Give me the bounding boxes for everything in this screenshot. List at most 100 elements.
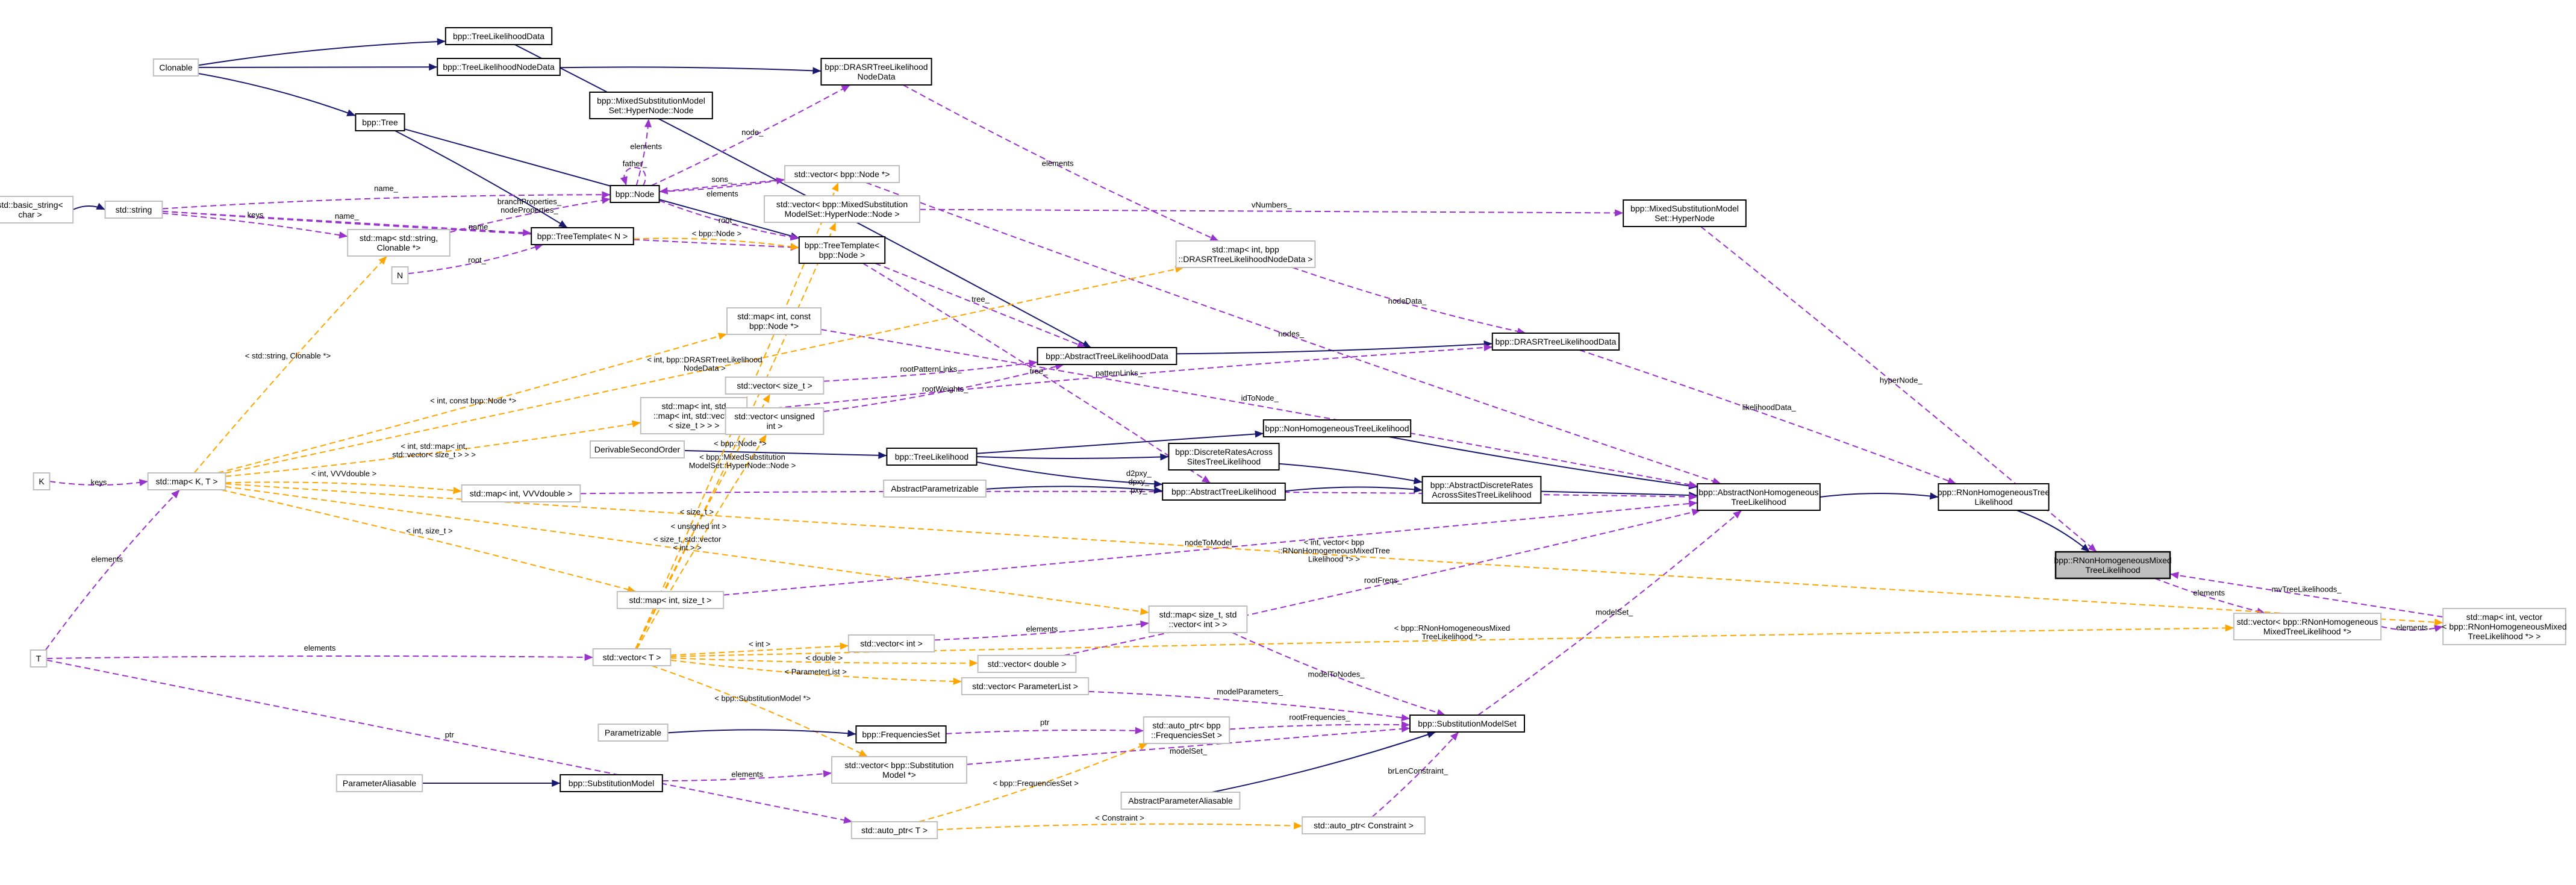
class-node-nhtl[interactable]: bpp::NonHomogeneousTreeLikelihood xyxy=(1262,419,1412,437)
class-node-label-line: std::map< int, const xyxy=(737,311,811,321)
edge-label: elements xyxy=(1042,158,1074,167)
edge-label-line: pxy_ xyxy=(1131,486,1147,495)
edge-label: elements xyxy=(304,643,336,652)
class-node-label-line: int > xyxy=(767,421,783,431)
class-node-box xyxy=(725,377,825,395)
arrowhead-icon xyxy=(1028,359,1038,367)
class-node-label: std::map< std::string,Clonable *> xyxy=(360,233,438,252)
edge-label: d2pxy_dpxy_pxy_ xyxy=(1126,469,1152,495)
class-node-box xyxy=(2442,608,2566,645)
class-node-label-line: bpp::FrequenciesSet xyxy=(862,730,940,739)
class-node-box xyxy=(831,756,967,784)
edge-label: < int, VVVdouble > xyxy=(311,469,376,478)
class-node-box xyxy=(355,113,405,131)
arrowhead-icon xyxy=(1153,486,1163,494)
arrowhead-icon xyxy=(1615,209,1624,217)
arrowhead-icon xyxy=(823,770,832,778)
class-node-box xyxy=(147,472,226,490)
class-node-label-line: AbstractParametrizable xyxy=(891,484,979,493)
class-node-node[interactable]: bpp::Node xyxy=(610,185,660,203)
edge-label: brLenConstraint_ xyxy=(1388,766,1448,775)
class-node-tld[interactable]: bpp::TreeLikelihoodData xyxy=(444,27,553,45)
class-node-box xyxy=(531,227,634,245)
edge-label-line: likelihoodData_ xyxy=(1742,402,1797,411)
edge-label-line: < bpp::Node *> xyxy=(714,439,766,448)
edge-label: sons_ xyxy=(711,175,732,184)
class-node-tree[interactable]: bpp::Tree xyxy=(355,113,405,131)
class-node-box xyxy=(1697,483,1821,511)
edge-label: idToNode_ xyxy=(1241,393,1279,402)
arrowhead-icon xyxy=(1688,499,1698,507)
class-node-label-line: bpp::AbstractTreeLikelihoodData xyxy=(1046,351,1168,361)
edge-template-mapKT-to-mapsizetvec xyxy=(225,486,1149,613)
edge-usage-T-to-autoT xyxy=(46,659,853,822)
class-node-drasrtld[interactable]: bpp::DRASRTreeLikelihoodData xyxy=(1491,333,1620,351)
edge-label: modelToNodes_ xyxy=(1308,670,1365,679)
class-node-atld[interactable]: bpp::AbstractTreeLikelihoodData xyxy=(1037,347,1177,365)
edge-usage-vecint-to-mapsizetvec xyxy=(934,622,1149,641)
arrowhead-icon xyxy=(522,229,532,237)
arrowhead-icon xyxy=(1153,480,1163,488)
arrowhead-icon xyxy=(552,780,561,787)
edge-inherit-tl-to-nhtl xyxy=(976,433,1264,454)
class-node-label-line: < bpp::RNonHomogeneousMixed xyxy=(2442,622,2566,631)
class-node-label: bpp::FrequenciesSet xyxy=(862,730,940,739)
class-node-submodel[interactable]: bpp::SubstitutionModel xyxy=(560,774,663,792)
edge-label-line: modelSet_ xyxy=(1170,746,1208,755)
edge-label-line: ModelSet::HyperNode::Node > xyxy=(689,461,796,470)
edge-label: < int, const bpp::Node *> xyxy=(430,396,516,405)
class-node-label: std::vector< int > xyxy=(860,639,923,648)
class-node-label: std::auto_ptr< T > xyxy=(861,825,928,835)
class-node-label-line: bpp::AbstractNonHomogeneous xyxy=(1698,487,1818,497)
edge-label: elements xyxy=(2193,589,2225,598)
edge-label: elements xyxy=(706,189,738,198)
arrowhead-icon xyxy=(1255,430,1264,438)
class-node-label: std::vector< size_t > xyxy=(737,381,812,390)
edge-inherit-clonable-to-tree xyxy=(198,73,356,117)
edge-label: rootWeights_ xyxy=(922,384,968,393)
edge-label: rootFrequencies_ xyxy=(1289,713,1350,722)
edge-inherit-tl-to-dratl xyxy=(976,456,1169,459)
edge-labels-layer: hyperNode_mvTreeLikelihoods_elementselem… xyxy=(91,128,2428,822)
arrowhead-icon xyxy=(841,85,850,92)
edge-label-line: elements xyxy=(2396,623,2428,632)
class-node-box xyxy=(2054,551,2171,580)
class-node-atl[interactable]: bpp::AbstractTreeLikelihood xyxy=(1162,483,1286,501)
class-node-ttN[interactable]: bpp::TreeTemplate< N > xyxy=(531,227,634,245)
edge-label-line: < int > xyxy=(749,640,770,649)
class-node-freqset[interactable]: bpp::FrequenciesSet xyxy=(855,725,947,743)
class-node-label-line: std::map< size_t, std xyxy=(1159,610,1237,619)
class-node-smset[interactable]: bpp::SubstitutionModelSet xyxy=(1409,715,1525,733)
edge-label-line: < int, size_t > xyxy=(406,527,452,536)
class-node-label: std::vector< ParameterList > xyxy=(972,681,1078,691)
class-node-ttnode[interactable]: bpp::TreeTemplate<bpp::Node > xyxy=(798,236,886,264)
edge-template-ttN-to-ttnode xyxy=(633,237,799,249)
edge-label: elements xyxy=(2396,623,2428,632)
edge-usage-vecmixnode-to-hypernode xyxy=(919,208,1624,214)
class-node-label: bpp::SubstitutionModelSet xyxy=(1418,719,1517,728)
class-node-tl[interactable]: bpp::TreeLikelihood xyxy=(886,448,978,466)
class-node-box xyxy=(444,27,553,45)
edge-label: < size_t, std::vector< int > > xyxy=(653,534,722,552)
class-node-tlnd[interactable]: bpp::TreeLikelihoodNodeData xyxy=(437,58,561,76)
arrowhead-icon xyxy=(953,677,962,685)
edge-usage-K-to-mapKT xyxy=(49,481,148,486)
edge-label-line: < ParameterList > xyxy=(785,667,847,676)
edge-label-line: nodeData_ xyxy=(1388,296,1427,305)
edge-label-line: < bpp::RNonHomogeneousMixed xyxy=(1394,624,1511,633)
class-node-label-line: K xyxy=(39,477,45,486)
class-node-label-line: std::vector< T > xyxy=(603,652,661,662)
edge-label: elements xyxy=(91,554,123,563)
edge-label-line: branchProperties_ xyxy=(497,197,562,206)
